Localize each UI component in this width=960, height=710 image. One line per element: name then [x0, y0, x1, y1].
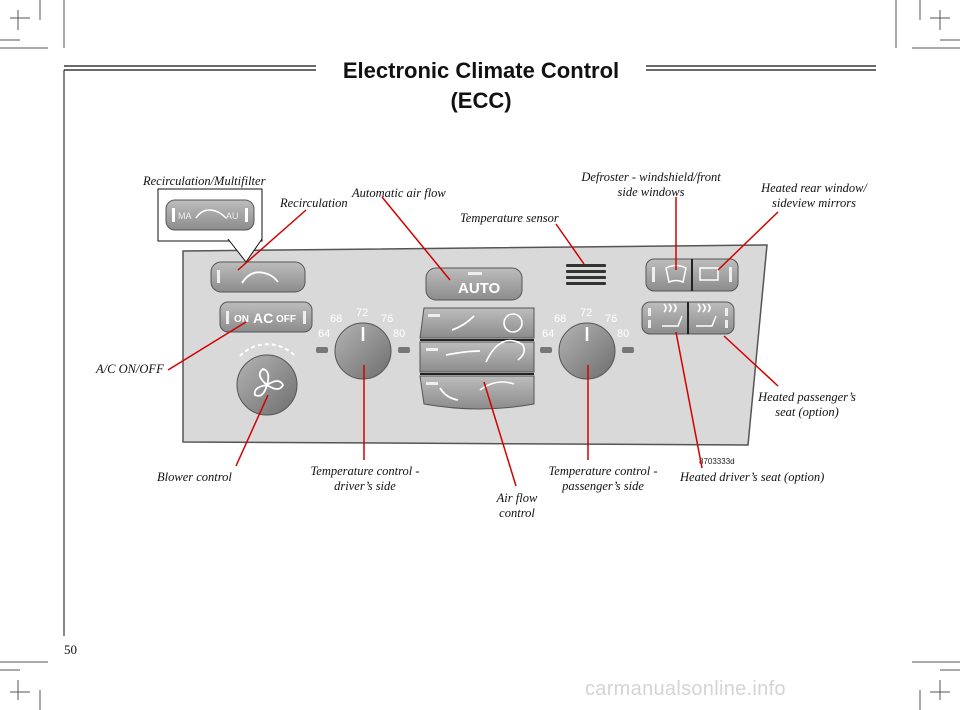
passenger-seat-heat-icon [696, 303, 717, 327]
label-ac-on-off: A/C ON/OFF [96, 362, 164, 376]
driver-scale-68: 68 [330, 313, 342, 325]
label-heated-passenger-line1: Heated passenger’s [758, 390, 856, 404]
label-recirculation: Recirculation [280, 196, 348, 210]
label-automatic-air-flow: Automatic air flow [352, 186, 446, 200]
passenger-scale-76: 76 [605, 313, 617, 325]
ac-text: AC [253, 310, 273, 326]
ac-off-text: OFF [276, 314, 296, 325]
label-heated-rear-line1: Heated rear window/ [761, 181, 867, 195]
label-air-flow-line2: control [499, 506, 535, 520]
label-heated-passenger-seat: Heated passenger’s seat (option) [742, 390, 872, 420]
watermark: carmanualsonline.info [585, 678, 786, 700]
passenger-scale-64: 64 [542, 328, 554, 340]
label-defroster: Defroster - windshield/front side window… [566, 170, 736, 200]
driver-scale-80: 80 [393, 328, 405, 340]
ac-button: ON AC OFF [219, 301, 313, 333]
label-defroster-line2: side windows [617, 185, 685, 199]
inset-label-left: MA [178, 211, 192, 221]
label-temp-passenger-line1: Temperature control - [548, 464, 658, 478]
defroster-rear-buttons [645, 258, 739, 292]
page-number: 50 [64, 642, 77, 657]
driver-scale-72: 72 [356, 307, 368, 319]
label-temp-driver-line2: driver’s side [334, 479, 396, 493]
auto-text: AUTO [458, 280, 501, 297]
label-temperature-sensor: Temperature sensor [460, 211, 559, 225]
label-heated-rear-line2: sideview mirrors [772, 196, 856, 210]
driver-seat-heat-icon [662, 303, 683, 327]
label-blower-control: Blower control [157, 470, 232, 484]
auto-button: AUTO [425, 267, 523, 301]
ac-on-text: ON [234, 314, 249, 325]
label-temp-passenger-line2: passenger’s side [562, 479, 644, 493]
defroster-icon [665, 264, 687, 284]
fan-icon [253, 368, 285, 397]
passenger-temp-knob: 64 68 72 76 80 [540, 307, 634, 380]
inset-label-right: AU [226, 211, 239, 221]
label-defroster-line1: Defroster - windshield/front [581, 170, 721, 184]
page-title: Electronic Climate Control (ECC) [316, 56, 646, 113]
recirculation-inset: MA AU [157, 188, 263, 263]
leader-lines [167, 196, 779, 487]
label-heated-rear: Heated rear window/ sideview mirrors [752, 181, 876, 211]
label-temp-driver-line1: Temperature control - [310, 464, 420, 478]
driver-scale-64: 64 [318, 328, 330, 340]
air-flow-buttons [419, 307, 535, 410]
label-temp-driver: Temperature control - driver’s side [298, 464, 432, 494]
seat-heater-buttons [641, 301, 735, 335]
recirculation-button [210, 261, 306, 293]
label-air-flow: Air flow control [484, 491, 550, 521]
label-heated-passenger-line2: seat (option) [775, 405, 839, 419]
label-recirculation-multifilter: Recirculation/Multifilter [143, 174, 266, 188]
passenger-scale-80: 80 [617, 328, 629, 340]
blower-knob [236, 343, 298, 416]
driver-temp-knob: 64 68 72 76 80 [316, 307, 410, 380]
temperature-sensor-grille [566, 264, 606, 285]
driver-scale-76: 76 [381, 313, 393, 325]
label-air-flow-line1: Air flow [496, 491, 538, 505]
label-heated-driver-seat: Heated driver’s seat (option) [680, 470, 825, 484]
passenger-scale-68: 68 [554, 313, 566, 325]
figure-code: 8703333d [699, 457, 735, 466]
passenger-scale-72: 72 [580, 307, 592, 319]
rear-window-icon [699, 267, 719, 281]
label-temp-passenger: Temperature control - passenger’s side [536, 464, 670, 494]
